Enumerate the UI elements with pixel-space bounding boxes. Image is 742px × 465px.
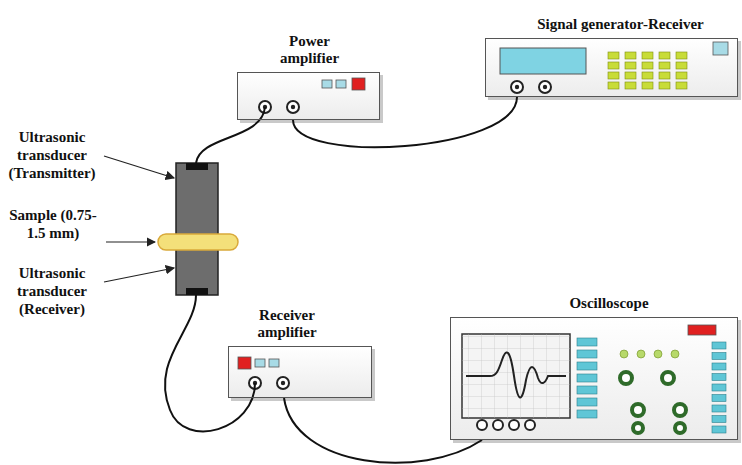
device-box: Signal generator-Receiver <box>485 38 738 97</box>
callout-label: Ultrasonic transducer (Transmitter) <box>2 128 102 182</box>
device-label: Receiver amplifier <box>237 307 337 341</box>
device-label: Power amplifier <box>260 33 360 67</box>
callout-label: Ultrasonic transducer (Receiver) <box>2 264 102 318</box>
cable <box>293 97 517 147</box>
device-box: Receiver amplifier <box>228 346 372 398</box>
device-box: Oscilloscope <box>450 317 738 440</box>
device-box: Power amplifier <box>237 72 380 120</box>
device-label: Signal generator-Receiver <box>501 16 741 33</box>
device-label: Oscilloscope <box>529 295 689 312</box>
callout-label: Sample (0.75-1.5 mm) <box>2 206 104 242</box>
cable <box>284 398 482 463</box>
